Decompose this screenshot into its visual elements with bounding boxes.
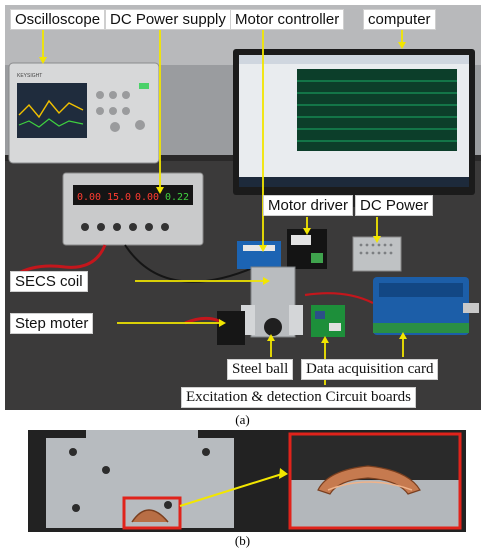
oscilloscope-brand: KEYSIGHT bbox=[17, 73, 42, 79]
highlight-box-zoom bbox=[288, 432, 462, 530]
psu-readout-2: 15.0 bbox=[107, 192, 131, 203]
caption-a: (a) bbox=[235, 412, 250, 427]
oscilloscope-device: KEYSIGHT bbox=[8, 62, 160, 164]
steel-ball-holder-photo bbox=[28, 430, 466, 532]
label-secs-coil: SECS coil bbox=[10, 271, 88, 292]
psu-readout-4: 0.22 bbox=[165, 192, 189, 203]
label-data-acquisition-card: Data acquisition card bbox=[301, 359, 439, 380]
label-motor-driver: Motor driver bbox=[263, 195, 354, 216]
circuit-board bbox=[311, 305, 345, 337]
psu-readout-3: 0.00 bbox=[135, 192, 159, 203]
label-dc-power: DC Power bbox=[355, 195, 434, 216]
motor-controller-board bbox=[237, 241, 281, 269]
label-step-moter: Step moter bbox=[10, 313, 94, 334]
label-oscilloscope: Oscilloscope bbox=[10, 9, 106, 30]
label-motor-controller: Motor controller bbox=[230, 9, 345, 30]
psu-readout-1: 0.00 bbox=[77, 192, 101, 203]
motor-driver-board bbox=[287, 229, 327, 269]
label-dc-power-supply: DC Power supply bbox=[105, 9, 231, 30]
secs-coil-stand bbox=[241, 266, 303, 338]
computer-monitor bbox=[233, 49, 475, 207]
label-computer: computer bbox=[363, 9, 436, 30]
caption-b: (b) bbox=[234, 533, 251, 548]
step-motor-body bbox=[217, 311, 245, 345]
highlight-box-small bbox=[122, 496, 182, 530]
experimental-setup-photo: KEYSIGHT 0.00 15.0 0.00 0.22 bbox=[5, 5, 481, 410]
label-circuit-boards: Excitation & detection Circuit boards bbox=[181, 387, 416, 408]
data-acquisition-card bbox=[373, 277, 479, 335]
label-steel-ball: Steel ball bbox=[227, 359, 294, 380]
holder-illustration bbox=[28, 430, 466, 532]
dc-power-supply-device: 0.00 15.0 0.00 0.22 bbox=[62, 172, 204, 246]
